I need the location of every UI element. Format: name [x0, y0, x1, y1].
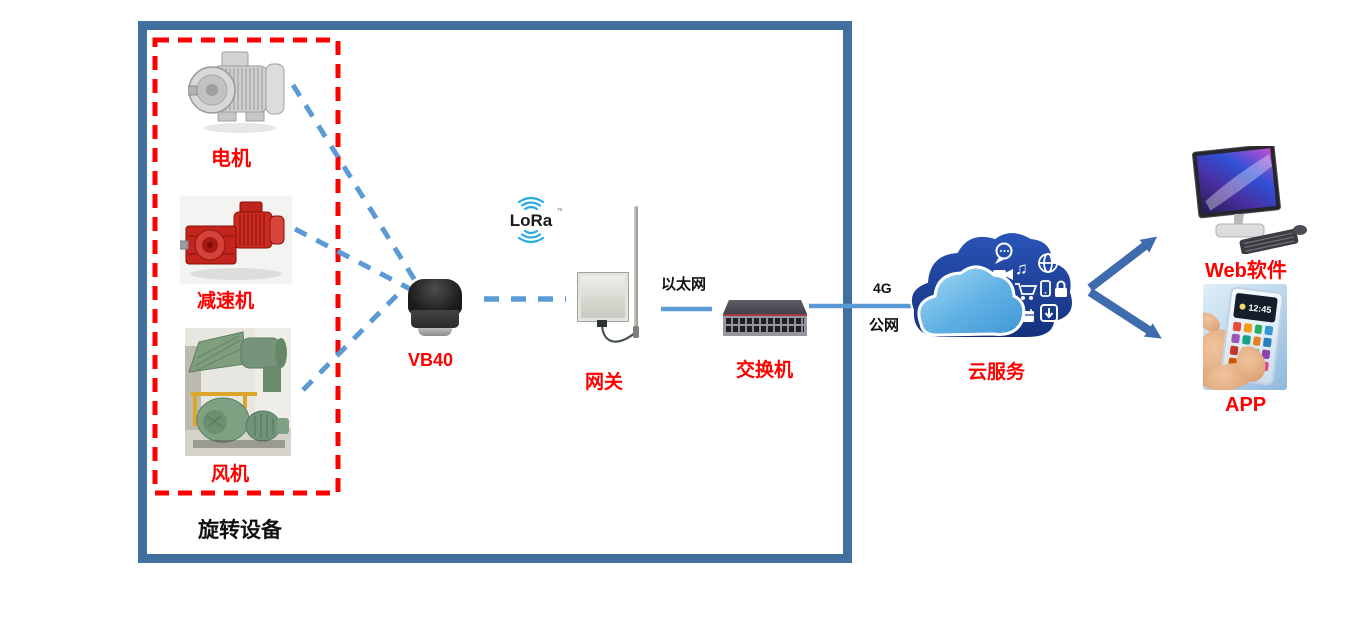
- app-label: APP: [1225, 394, 1267, 416]
- motor-drawing: [187, 51, 285, 133]
- switch-port-row: [726, 318, 804, 324]
- web-computer-image: [1190, 143, 1310, 259]
- switch-front-face: [723, 316, 807, 336]
- lora-waves-icon: [517, 196, 545, 244]
- sensor-body: [411, 310, 459, 328]
- phone-clock-widget: 12:45: [1233, 292, 1278, 323]
- cloud-image: ♫: [909, 231, 1074, 339]
- fan-label: 风机: [211, 464, 250, 485]
- download-icon: [1040, 304, 1058, 322]
- lora-logo: LoRa ™: [510, 196, 562, 244]
- lora-wordmark: LoRa: [510, 211, 553, 230]
- gateway-panel-image: [577, 272, 629, 322]
- gateway-label: 网关: [585, 372, 624, 393]
- motor-label: 电机: [211, 148, 251, 170]
- fan-image: [185, 328, 291, 461]
- app-phone-image: 12:45: [1203, 284, 1287, 390]
- sensor-cap: [408, 279, 462, 315]
- switch-image: [723, 300, 807, 338]
- ethernet-label: 以太网: [661, 276, 707, 293]
- weather-sun-icon: [1239, 302, 1246, 310]
- wan-public-label: 公网: [869, 317, 900, 334]
- switch-port-row: [726, 326, 804, 332]
- sensor-base: [418, 328, 452, 336]
- reducer-image: [179, 196, 292, 289]
- system-boundary-box: [138, 21, 852, 563]
- speech-bubble-icon: [995, 242, 1013, 264]
- lora-trademark: ™: [557, 208, 562, 215]
- switch-top-face: [723, 300, 807, 314]
- mobile-phone-icon: [1040, 280, 1051, 297]
- gateway-connector: [597, 320, 607, 327]
- cloud-to-web-arrow: [1087, 236, 1158, 292]
- wan-4g-label: 4G: [873, 280, 892, 296]
- motor-image: [187, 50, 292, 147]
- switch-label: 交换机: [736, 360, 794, 381]
- gateway-antenna: [634, 206, 638, 330]
- globe-icon: [1038, 253, 1058, 273]
- web-software-label: Web软件: [1205, 260, 1287, 282]
- gateway-antenna-base: [633, 326, 639, 338]
- music-note-icon: ♫: [1015, 259, 1028, 278]
- fan-drawing: [185, 328, 291, 456]
- padlock-icon: [1055, 280, 1067, 297]
- phone-time: 12:45: [1247, 301, 1272, 315]
- switch-accent-stripe: [723, 314, 807, 316]
- computer-drawing: [1192, 143, 1307, 255]
- rotating-equipment-label: 旋转设备: [198, 519, 282, 542]
- reducer-drawing: [179, 196, 292, 284]
- reducer-label: 减速机: [197, 291, 255, 312]
- vb40-label: VB40: [408, 350, 454, 370]
- cloud-light-shape: [917, 265, 1026, 337]
- vb40-sensor-image: [408, 279, 462, 341]
- cloud-label: 云服务: [968, 362, 1026, 383]
- cloud-to-app-arrow: [1087, 288, 1162, 339]
- shopping-cart-icon: [1015, 283, 1038, 300]
